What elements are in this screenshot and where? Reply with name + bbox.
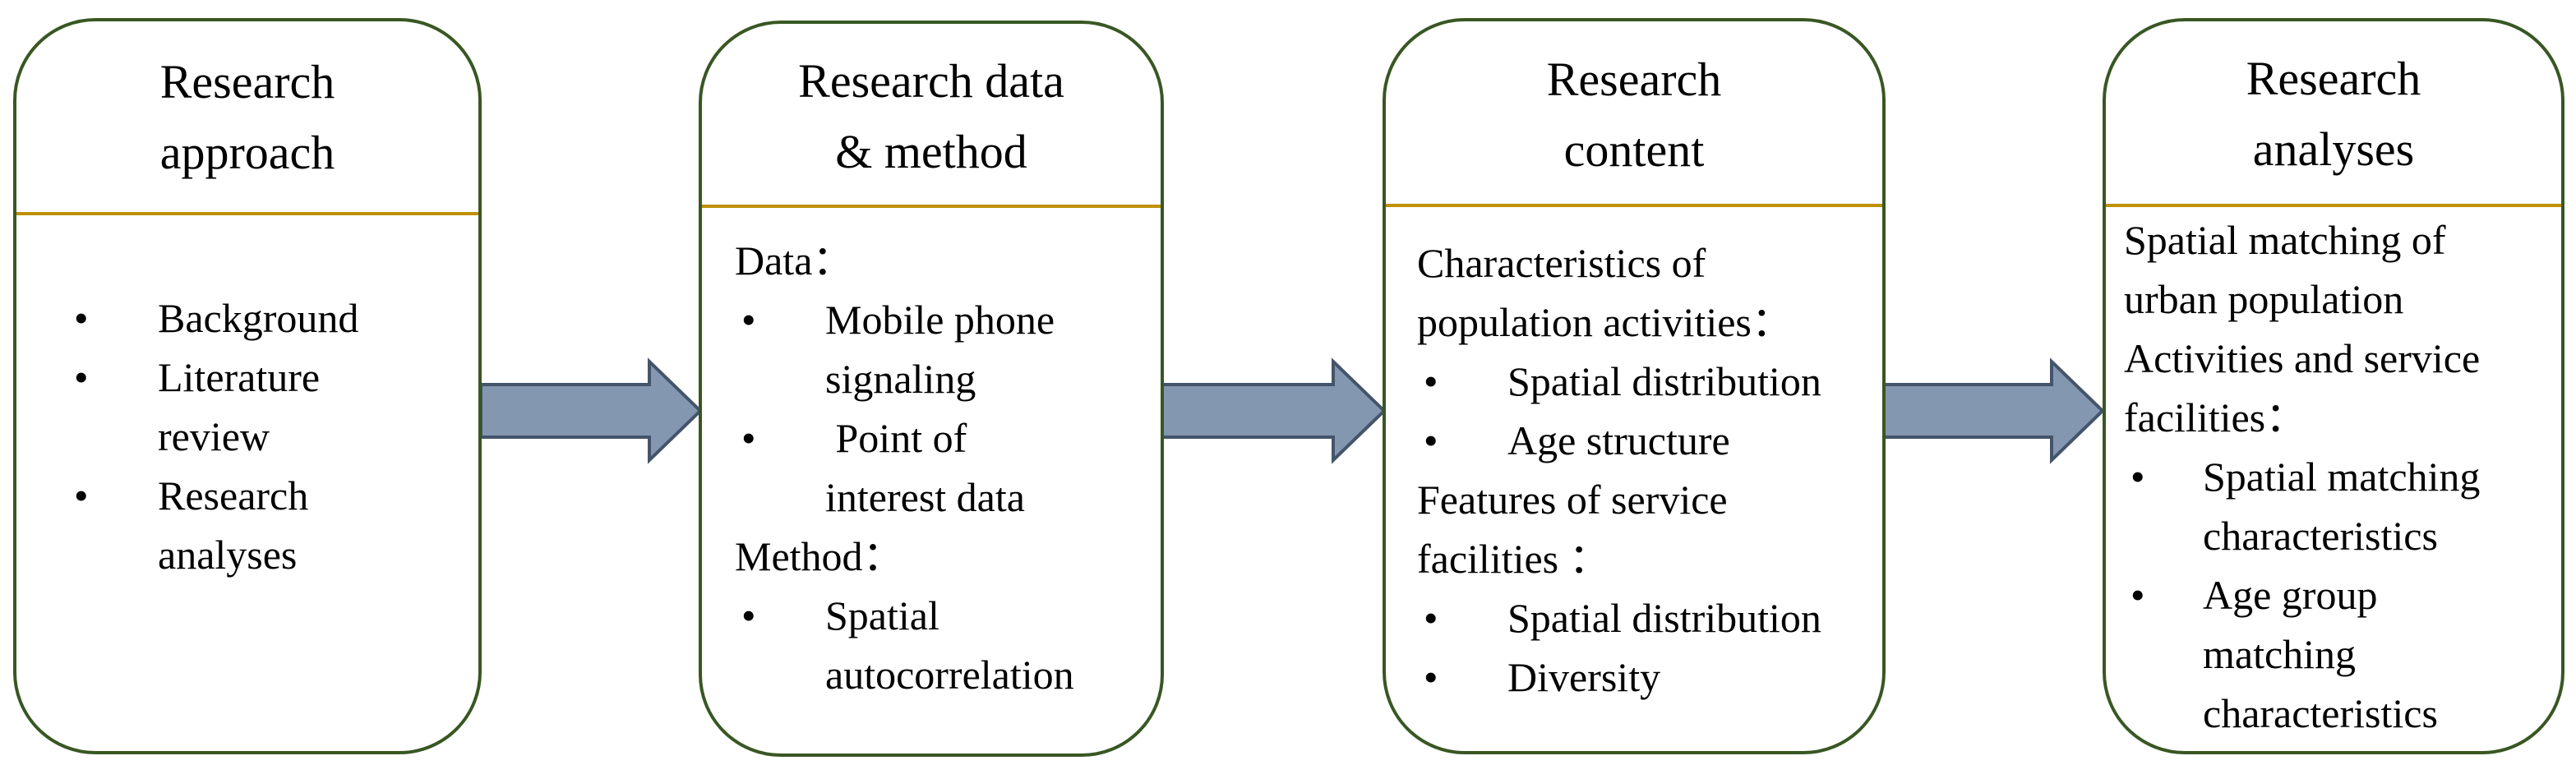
research-approach-list: • Background • Literature review • Resea… <box>67 288 470 584</box>
bullet-icon: • <box>741 592 756 638</box>
bullet-icon: • <box>2131 454 2145 500</box>
research-analyses-box: Research analyses Spatial matching of ur… <box>2103 18 2564 754</box>
arrow-method-to-content <box>1160 357 1387 464</box>
list-item: • Spatial autocorrelation <box>735 586 1152 704</box>
research-analyses-title: Research analyses <box>2246 52 2421 176</box>
data-heading: Data： <box>735 237 854 283</box>
research-data-method-list: Data： • Mobile phone signaling • Point o… <box>735 231 1152 704</box>
title-divider <box>2106 204 2561 207</box>
list-item: • Diversity <box>1417 647 1874 707</box>
arrow-content-to-analyses <box>1882 357 2105 464</box>
facilities-heading-line: Features of service <box>1417 477 1728 523</box>
bullet-icon: • <box>74 354 89 400</box>
bullet-icon: • <box>1424 358 1438 404</box>
list-item: • Age structure <box>1417 411 1874 470</box>
research-content-title: Research content <box>1546 53 1722 177</box>
bullet-icon: • <box>74 295 89 341</box>
bullet-icon: • <box>741 415 756 461</box>
research-analyses-list: Spatial matching of urban population Act… <box>2124 210 2553 743</box>
bullet-icon: • <box>741 297 756 343</box>
title-divider <box>702 205 1161 208</box>
bullet-icon: • <box>1424 595 1438 641</box>
title-divider <box>16 212 478 215</box>
research-content-list: Characteristics of population activities… <box>1417 233 1874 707</box>
list-item: • Mobile phone signaling <box>735 290 1152 408</box>
title-divider <box>1386 204 1882 207</box>
research-data-method-box: Research data & method Data： • Mobile ph… <box>699 21 1164 757</box>
arrow-approach-to-method <box>479 357 703 464</box>
bullet-icon: • <box>1424 417 1438 463</box>
population-heading-line: Characteristics of <box>1417 240 1706 286</box>
list-item: • Spatial distribution <box>1417 352 1874 411</box>
research-approach-title: Research approach <box>159 55 335 179</box>
research-data-method-title: Research data & method <box>798 54 1064 178</box>
bullet-icon: • <box>2131 572 2145 618</box>
intro-line: facilities： <box>2124 394 2307 440</box>
bullet-icon: • <box>1424 654 1438 700</box>
list-item: • Spatial distribution <box>1417 588 1874 647</box>
population-heading-line: population activities： <box>1417 299 1793 345</box>
intro-line: Activities and service <box>2124 335 2481 381</box>
list-item: • Point of interest data <box>735 408 1152 527</box>
method-heading: Method： <box>735 533 904 579</box>
list-item: • Age group matching characteristics <box>2124 565 2553 743</box>
research-approach-box: Research approach • Background • Literat… <box>13 18 482 754</box>
intro-line: urban population <box>2124 276 2404 322</box>
facilities-heading-line: facilities ： <box>1417 536 1610 582</box>
list-item: • Background <box>67 288 470 348</box>
list-item: • Literature review <box>67 348 470 466</box>
list-item: • Research analyses <box>67 466 470 584</box>
research-content-box: Research content Characteristics of popu… <box>1383 18 1886 754</box>
intro-line: Spatial matching of <box>2124 217 2446 263</box>
list-item: • Spatial matching characteristics <box>2124 447 2553 565</box>
bullet-icon: • <box>74 472 89 518</box>
